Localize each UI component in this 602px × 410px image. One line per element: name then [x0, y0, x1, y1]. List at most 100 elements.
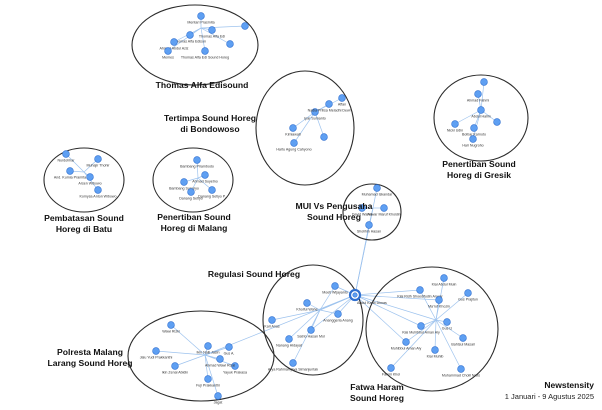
- node-dot[interactable]: [201, 171, 209, 179]
- graph-node[interactable]: Gus Prajitun: [458, 289, 478, 302]
- graph-node[interactable]: Kiai Abdul Muin: [432, 274, 457, 287]
- graph-node[interactable]: Mentari Prasmita: [187, 12, 215, 25]
- graph-node[interactable]: Muhamad Iskandar: [362, 184, 394, 197]
- node-dot[interactable]: [459, 334, 467, 342]
- node-dot[interactable]: [268, 316, 276, 324]
- graph-node[interactable]: [226, 40, 234, 48]
- graph-node[interactable]: [320, 133, 328, 141]
- node-dot[interactable]: [365, 221, 373, 229]
- node-dot[interactable]: [241, 22, 249, 30]
- graph-node[interactable]: Ahmad Suyetno: [192, 171, 218, 184]
- graph-node[interactable]: Yayuk Prakasa: [223, 362, 247, 375]
- node-dot[interactable]: [164, 47, 172, 55]
- node-dot[interactable]: [208, 186, 216, 194]
- node-dot[interactable]: [170, 38, 178, 46]
- graph-node[interactable]: Hari Nugroho: [462, 135, 484, 148]
- graph-node[interactable]: Muhajir Thohir: [87, 155, 111, 168]
- node-dot[interactable]: [152, 347, 160, 355]
- node-dot[interactable]: [225, 343, 233, 351]
- node-dot[interactable]: [94, 155, 102, 163]
- graph-node[interactable]: Bahtsul Masail: [451, 334, 475, 347]
- node-dot[interactable]: [417, 322, 425, 330]
- graph-node[interactable]: Kari Anas: [264, 316, 280, 329]
- node-dot[interactable]: [380, 204, 388, 212]
- node-dot[interactable]: [402, 338, 410, 346]
- node-dot[interactable]: [208, 26, 216, 34]
- node-dot[interactable]: [470, 124, 478, 132]
- graph-node[interactable]: Anwar Maruf Khoidin: [367, 204, 401, 217]
- graph-node[interactable]: Ananggeria Anang: [323, 310, 353, 323]
- graph-node[interactable]: Memes: [162, 47, 174, 60]
- graph-node[interactable]: Affan: [338, 94, 346, 107]
- hub-node-dot[interactable]: [352, 292, 358, 298]
- graph-node[interactable]: Kiai Muhib: [427, 346, 444, 359]
- node-dot[interactable]: [86, 173, 94, 181]
- graph-node[interactable]: Thomas Alfa Edi Sound Horeg: [181, 47, 229, 60]
- node-dot[interactable]: [214, 392, 222, 400]
- graph-node[interactable]: [480, 78, 488, 86]
- graph-node[interactable]: Gus A.: [224, 343, 235, 356]
- graph-node[interactable]: Ikin Naili Jasin: [197, 342, 220, 355]
- node-dot[interactable]: [285, 335, 293, 343]
- node-dot[interactable]: [94, 186, 102, 194]
- graph-node[interactable]: David Wahid: [352, 204, 372, 217]
- graph-node[interactable]: Jalu Yudi Prakkanthi: [140, 347, 173, 360]
- node-dot[interactable]: [204, 342, 212, 350]
- node-dot[interactable]: [480, 78, 488, 86]
- graph-node[interactable]: Kimiawati: [285, 124, 301, 137]
- graph-node[interactable]: Ikin Zenal Abidin: [162, 362, 188, 375]
- graph-node[interactable]: Danang Setiyo P.: [198, 186, 226, 199]
- node-dot[interactable]: [201, 47, 209, 55]
- node-dot[interactable]: [443, 318, 451, 326]
- node-dot[interactable]: [303, 299, 311, 307]
- graph-node[interactable]: Nurdohhar: [58, 150, 76, 163]
- node-dot[interactable]: [289, 124, 297, 132]
- graph-node[interactable]: Nanang Hidayat: [276, 335, 302, 348]
- node-dot[interactable]: [493, 118, 501, 126]
- graph-node[interactable]: Kiai Ridh Shoedifudin Anwar: [397, 286, 443, 299]
- node-dot[interactable]: [325, 100, 333, 108]
- node-dot[interactable]: [469, 135, 477, 143]
- node-dot[interactable]: [338, 94, 346, 102]
- node-dot[interactable]: [440, 274, 448, 282]
- graph-node[interactable]: Hartu Agung Cahyono: [276, 139, 312, 152]
- graph-node[interactable]: Gus Iz: [442, 318, 453, 331]
- node-dot[interactable]: [387, 364, 395, 372]
- node-dot[interactable]: [167, 321, 175, 329]
- graph-node[interactable]: Nicki Udin: [447, 120, 463, 133]
- node-dot[interactable]: [474, 90, 482, 98]
- node-dot[interactable]: [186, 31, 194, 39]
- graph-node[interactable]: Bambang Priambodo: [180, 156, 214, 169]
- graph-node[interactable]: Muhammad Cholil Nafis: [442, 365, 480, 378]
- graph-node[interactable]: Satrio Hasan Mol: [297, 326, 325, 339]
- graph-node[interactable]: Muhibbul Aman Aly: [391, 338, 422, 351]
- node-dot[interactable]: [435, 296, 443, 304]
- graph-node[interactable]: Moeti Wijayanto: [322, 282, 348, 295]
- node-dot[interactable]: [464, 289, 472, 297]
- graph-node[interactable]: Bambang Sunaryo: [169, 178, 199, 191]
- hub-node[interactable]: Abdul Karib Dimas: [348, 288, 387, 305]
- graph-node[interactable]: Danang Setiyo: [179, 188, 203, 201]
- graph-node[interactable]: Wawi Rizki: [162, 321, 180, 334]
- graph-node[interactable]: Arya Rahmanijaya Simanjuntak: [268, 359, 318, 372]
- graph-node[interactable]: [493, 118, 501, 126]
- graph-node[interactable]: Sholihin Hasan: [357, 221, 381, 234]
- node-dot[interactable]: [171, 362, 179, 370]
- graph-node[interactable]: Fahmi Khol: [382, 364, 400, 377]
- graph-node[interactable]: Fuji Prakkanthi: [196, 375, 220, 388]
- node-dot[interactable]: [66, 167, 74, 175]
- graph-node[interactable]: Thomas Alfa Edison: [174, 31, 206, 44]
- graph-node[interactable]: Ahmad Wawi Rizal: [205, 355, 235, 368]
- node-dot[interactable]: [226, 40, 234, 48]
- node-dot[interactable]: [187, 188, 195, 196]
- node-dot[interactable]: [431, 346, 439, 354]
- node-dot[interactable]: [416, 286, 424, 294]
- node-dot[interactable]: [457, 365, 465, 373]
- node-dot[interactable]: [180, 178, 188, 186]
- graph-node[interactable]: Khoiful Wahe: [296, 299, 318, 312]
- graph-node[interactable]: Kiai Muhibbul Aman Aly: [402, 322, 440, 335]
- node-dot[interactable]: [231, 362, 239, 370]
- node-dot[interactable]: [320, 133, 328, 141]
- graph-node[interactable]: Komysa Anton Wibowo: [80, 186, 117, 199]
- node-dot[interactable]: [216, 355, 224, 363]
